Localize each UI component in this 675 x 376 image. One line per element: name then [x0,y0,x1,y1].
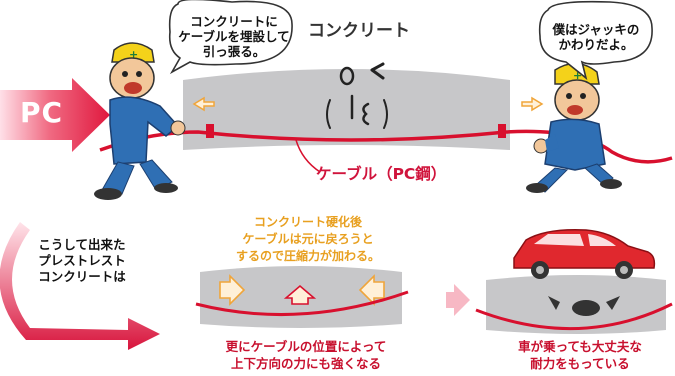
summary-line: プレストレスト [38,253,126,268]
caption-right: 車が乗っても大丈夫な 耐力をもっている [490,338,670,372]
right-bubble-line: かわりだよ。 [558,37,634,52]
caption-middle: 更にケーブルの位置によって 上下方向の力にも強くなる [196,338,416,372]
left-bubble-line: 引っ張る。 [202,44,266,59]
right-bubble-text: 僕はジャッキの かわりだよ。 [540,22,652,52]
svg-text:+: + [573,69,582,82]
car-icon [513,228,656,279]
left-bubble-line: コンクリートに [190,14,278,29]
middle-left-arrow [219,274,246,306]
pc-tension-illustration: + + [94,0,673,200]
left-speech-bubble [168,0,293,75]
left-bubble-text: コンクリートに ケーブルを埋設して 引っ張る。 [174,14,294,59]
caption-middle-line: 上下方向の力にも強くなる [230,356,381,371]
caption-right-line: 耐力をもっている [530,356,630,371]
middle-right-arrow [358,274,385,306]
right-cable [475,302,673,331]
right-speech-bubble [538,0,653,81]
pc-label: PC [20,96,64,129]
caption-middle-line: 更にケーブルの位置によって [225,339,387,354]
middle-cable [195,290,409,317]
hardened-note-line: するので圧縮力が加わる。 [235,249,380,263]
left-anchor [206,124,214,138]
svg-text:+: + [129,48,138,61]
middle-up-arrow [283,284,317,305]
caption-right-line: 車が乗っても大丈夫な [518,339,642,354]
transition-arrow [446,284,470,316]
right-bubble-line: 僕はジャッキの [552,22,640,37]
bottom-illustration [0,222,673,350]
summary-text: こうして出来た プレストレスト コンクリートは [22,237,142,285]
summary-line: こうして出来た [38,237,126,252]
pc-arrow [0,78,110,152]
left-bubble-line: ケーブルを埋設して [178,29,290,44]
hardened-note-line: ケーブルは元に戻ろうと [242,232,374,246]
right-push-arrow [521,96,544,112]
summary-line: コンクリートは [38,269,126,284]
left-worker: + [94,42,186,200]
curved-arrow [0,222,160,350]
right-beam-markings [548,296,620,316]
hardened-note-line: コンクリート硬化後 [253,215,362,229]
right-anchor [498,124,506,138]
concrete-face [326,62,388,129]
hardened-note: コンクリート硬化後 ケーブルは元に戻ろうと するので圧縮力が加わる。 [208,214,408,265]
cable-label: ケーブル（PC鋼） [316,165,447,183]
right-worker: + [526,62,622,193]
concrete-title: コンクリート [308,21,410,41]
left-push-arrow [192,96,215,112]
concrete-beam [183,69,510,150]
